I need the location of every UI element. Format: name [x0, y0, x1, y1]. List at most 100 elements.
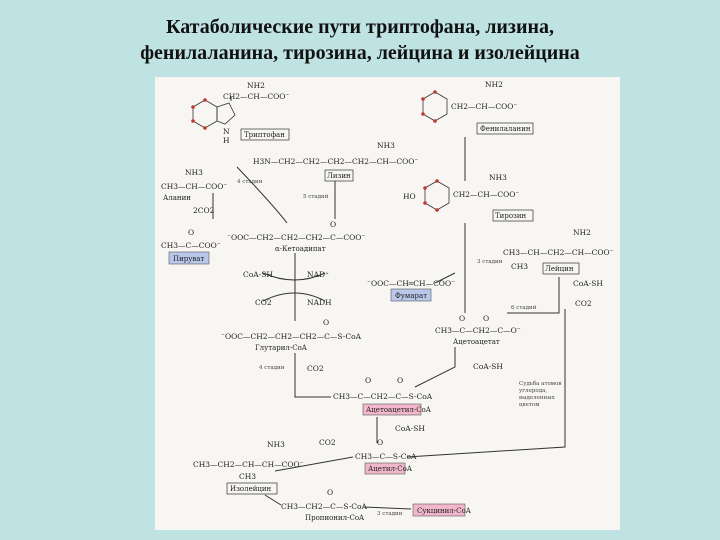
tyrosine-structure: HO NH3 CH2—CH—COO⁻ Тирозин	[403, 173, 534, 222]
side-note-line-1: Судьба атомов	[519, 380, 561, 387]
isoleucine-structure: NH3 CH3—CH2—CH—CH—COO⁻ CH3 Изолейцин CO2	[193, 438, 336, 495]
tyrosine-chain: CH2—CH—COO⁻	[453, 190, 519, 199]
acetoacetate-structure: O O CH3—C—CH2—C—O⁻ Ацетоацетат CoA-SH	[435, 314, 521, 371]
phenylalanine-ring	[422, 91, 448, 122]
ketoadipate-o: O	[330, 220, 336, 229]
tyrosine-nh3: NH3	[489, 173, 507, 182]
acetoacetyl-o1: O	[365, 376, 371, 385]
arrow-cofactors-b	[262, 292, 326, 302]
lysine-chain: H3N—CH2—CH2—CH2—CH2—CH—COO⁻	[253, 157, 418, 166]
step-5-label: 5 стадий	[303, 194, 329, 200]
fumarate-box	[390, 288, 432, 302]
pyruvate-label: Пируват	[173, 255, 204, 263]
pathway-diagram: N H NH2 CH2—CH—COO⁻ Триптофан NH2 CH2—CH…	[161, 80, 614, 522]
nadh-label: NADH	[307, 298, 332, 307]
pathway-arrows	[212, 137, 566, 510]
alanine-note: 4 стадии	[237, 179, 263, 185]
acetoacetyl-structure: O O CH3—C—CH2—C—S-CoA Ацетоацетил-CoA Co…	[333, 376, 433, 433]
tyrosine-ho: HO	[403, 192, 416, 201]
arrow-cofactors-a	[262, 272, 326, 281]
arrow-glutaryl-acetoacetyl	[294, 353, 331, 398]
step-6-label: 6 стадий	[511, 305, 537, 311]
alanine-chain: CH3—CH—COO⁻	[161, 182, 227, 191]
arrow-leucine-acetoacetate	[507, 277, 560, 314]
tryptophan-chain: CH2—CH—COO⁻	[223, 92, 289, 101]
acetyl-box	[364, 462, 406, 475]
coa-sh-label: CoA-SH	[243, 270, 273, 279]
tryptophan-nh2: NH2	[247, 81, 265, 90]
steps-b-label: 4 стадии	[259, 365, 285, 371]
co2-d-label: CO2	[319, 438, 336, 447]
pyruvate-box	[168, 251, 210, 265]
side-note-line-3: выделенных	[519, 395, 556, 401]
succinyl-label: Сукцинил-CoA	[417, 507, 472, 515]
acetoacetate-o1: O	[459, 314, 465, 323]
co2-2-label: 2CO2	[193, 206, 215, 215]
fumarate-chain: ⁻OOC—CH═CH—COO⁻	[367, 279, 455, 288]
step-3b-label: 3 стадии	[377, 511, 403, 517]
alanine-structure: NH3 CH3—CH—COO⁻ Аланин 4 стадии 2CO2 5 с…	[161, 168, 329, 215]
leucine-nh2: NH2	[573, 228, 591, 237]
acetyl-o: O	[377, 438, 383, 447]
pathway-figure: N H NH2 CH2—CH—COO⁻ Триптофан NH2 CH2—CH…	[155, 77, 620, 530]
acetoacetyl-box	[362, 403, 422, 416]
glutaryl-chain: ⁻OOC—CH2—CH2—CH2—C—S-CoA	[221, 332, 362, 341]
co2-label: CO2	[255, 298, 272, 307]
lysine-label: Лизин	[327, 172, 351, 180]
co2-c-label: CO2	[307, 364, 324, 373]
acetoacetate-o2: O	[483, 314, 489, 323]
pyruvate-chain: CH3—C—COO⁻	[161, 241, 221, 250]
propionyl-chain: CH3—CH2—C—S-CoA	[281, 502, 368, 511]
pyruvate-o: O	[188, 228, 194, 237]
isoleucine-chain: CH3—CH2—CH—CH—COO⁻	[193, 460, 304, 469]
isoleucine-nh3: NH3	[267, 440, 285, 449]
cofactors-top: CoA-SH NAD⁺ CO2 NADH	[243, 270, 332, 307]
acetoacetyl-label: Ацетоацетил-CoA	[366, 406, 432, 414]
side-note-line-2: углерода,	[519, 388, 547, 394]
fumarate-structure: ⁻OOC—CH═CH—COO⁻ Фумарат	[367, 279, 455, 302]
glutaryl-next: 4 стадии CO2	[259, 364, 324, 373]
succinyl-structure: Сукцинил-CoA	[412, 503, 472, 517]
phenylalanine-nh2: NH2	[485, 80, 503, 89]
slide-title: Катаболические пути триптофана, лизина, …	[0, 14, 720, 66]
isoleucine-label: Изолейцин	[230, 485, 272, 493]
pyruvate-structure: O CH3—C—COO⁻ Пируват	[161, 228, 221, 265]
title-line-1: Катаболические пути триптофана, лизина,	[165, 16, 555, 38]
acetoacetate-label: Ацетоацетат	[453, 338, 500, 346]
propionyl-label: Пропионил-CoA	[305, 514, 365, 522]
co2-b-label: CO2	[575, 299, 592, 308]
arrow-leucine-acetyl	[406, 309, 566, 458]
alanine-nh3: NH3	[185, 168, 203, 177]
phenylalanine-label: Фенилаланин	[480, 125, 531, 133]
tyrosine-label: Тирозин	[495, 212, 527, 220]
tryptophan-label: Триптофан	[244, 131, 285, 139]
glutaryl-label: Глутарил-CoA	[255, 344, 308, 352]
side-note: Судьба атомов углерода, выделенных цвето…	[519, 380, 561, 408]
alanine-label: Аланин	[163, 194, 191, 202]
side-note-line-4: цветом	[519, 402, 540, 408]
leucine-side: CoA-SH CO2 6 стадий	[511, 279, 603, 311]
lysine-structure: NH3 H3N—CH2—CH2—CH2—CH2—CH—COO⁻ Лизин	[253, 141, 418, 182]
ketoadipate-label: α-Кетоадипат	[275, 245, 326, 253]
arrow-acetoacetate-acetoacetyl	[414, 347, 456, 388]
acetoacetate-chain: CH3—C—CH2—C—O⁻	[435, 326, 521, 335]
acetoacetyl-o2: O	[397, 376, 403, 385]
arrow-propionyl-succinyl	[362, 506, 412, 510]
acetyl-label: Ацетил-CoA	[368, 465, 413, 473]
arrow-isoleucine-acetyl	[274, 456, 354, 472]
acetyl-structure: O CH3—C—S-CoA Ацетил-CoA	[355, 438, 417, 475]
fumarate-label: Фумарат	[395, 292, 427, 300]
glutaryl-o: O	[323, 318, 329, 327]
ketoadipate-chain: ⁻OOC—CH2—CH2—CH2—C—COO⁻	[227, 233, 365, 242]
coa-sh-d-label: CoA-SH	[395, 424, 425, 433]
succinyl-box	[412, 503, 466, 517]
propionyl-structure: O CH3—CH2—C—S-CoA Пропионил-CoA 3 стадии	[281, 488, 403, 522]
propionyl-o: O	[327, 488, 333, 497]
leucine-ch3: CH3	[511, 262, 528, 271]
tryptophan-benzene-ring	[192, 99, 218, 129]
arrow-tyrosine-fumarate	[434, 272, 456, 284]
isoleucine-ch3: CH3	[239, 472, 256, 481]
ketoadipate-structure: O ⁻OOC—CH2—CH2—CH2—C—COO⁻ α-Кетоадипат	[227, 220, 365, 253]
coa-sh-c-label: CoA-SH	[573, 279, 603, 288]
tyrosine-ring	[424, 180, 450, 211]
